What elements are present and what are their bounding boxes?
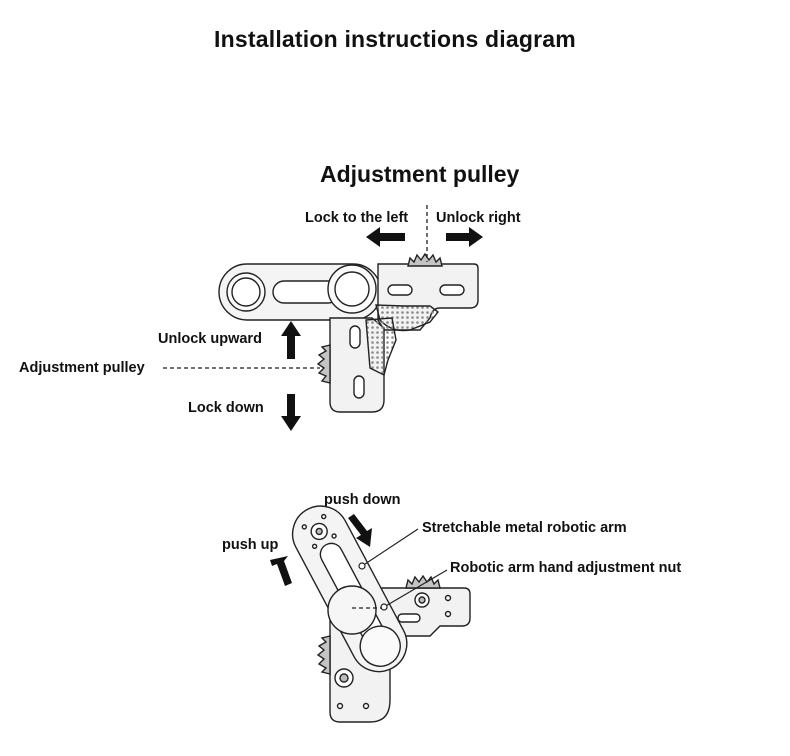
push-up-arrow-icon bbox=[270, 556, 292, 586]
bottom-arrows bbox=[270, 514, 372, 586]
top-bracket-figure bbox=[218, 252, 479, 413]
horizontal-arm bbox=[218, 263, 382, 321]
arrow-down-icon bbox=[281, 394, 301, 431]
label-stretchable-arm: Stretchable metal robotic arm bbox=[422, 520, 627, 536]
label-lock-down: Lock down bbox=[188, 400, 264, 416]
side-adjustment-wheel bbox=[316, 344, 331, 384]
label-lock-left: Lock to the left bbox=[305, 210, 409, 226]
push-down-arrow-icon bbox=[348, 514, 372, 547]
top-arrows bbox=[281, 227, 483, 431]
label-push-up: push up bbox=[222, 537, 279, 553]
bottom-bracket-figure bbox=[291, 505, 471, 723]
label-push-down: push down bbox=[324, 492, 401, 508]
arm-leader-dot bbox=[358, 562, 366, 570]
label-adjustment-nut: Robotic arm hand adjustment nut bbox=[450, 560, 682, 576]
arm-leader-line bbox=[361, 528, 419, 567]
label-unlock-right: Unlock right bbox=[436, 210, 521, 226]
upper-clamp-block bbox=[375, 574, 471, 637]
top-clamp-block bbox=[375, 263, 479, 332]
top-leader-lines bbox=[163, 205, 428, 369]
label-unlock-upward: Unlock upward bbox=[158, 331, 262, 347]
arrow-up-icon bbox=[281, 321, 301, 359]
bottom-leader-lines bbox=[352, 528, 448, 611]
arm-joint-disc bbox=[327, 585, 377, 635]
section-title: Adjustment pulley bbox=[320, 161, 520, 187]
diagram-title: Installation instructions diagram bbox=[214, 26, 576, 52]
arrow-right-icon bbox=[446, 227, 483, 247]
top-adjustment-wheel bbox=[407, 252, 443, 267]
nut-leader-dot bbox=[380, 603, 388, 611]
arrow-left-icon bbox=[366, 227, 405, 247]
nut-leader-line bbox=[383, 569, 448, 608]
label-adjustment-pulley: Adjustment pulley bbox=[19, 360, 145, 376]
vertical-clamp-block bbox=[329, 317, 397, 413]
